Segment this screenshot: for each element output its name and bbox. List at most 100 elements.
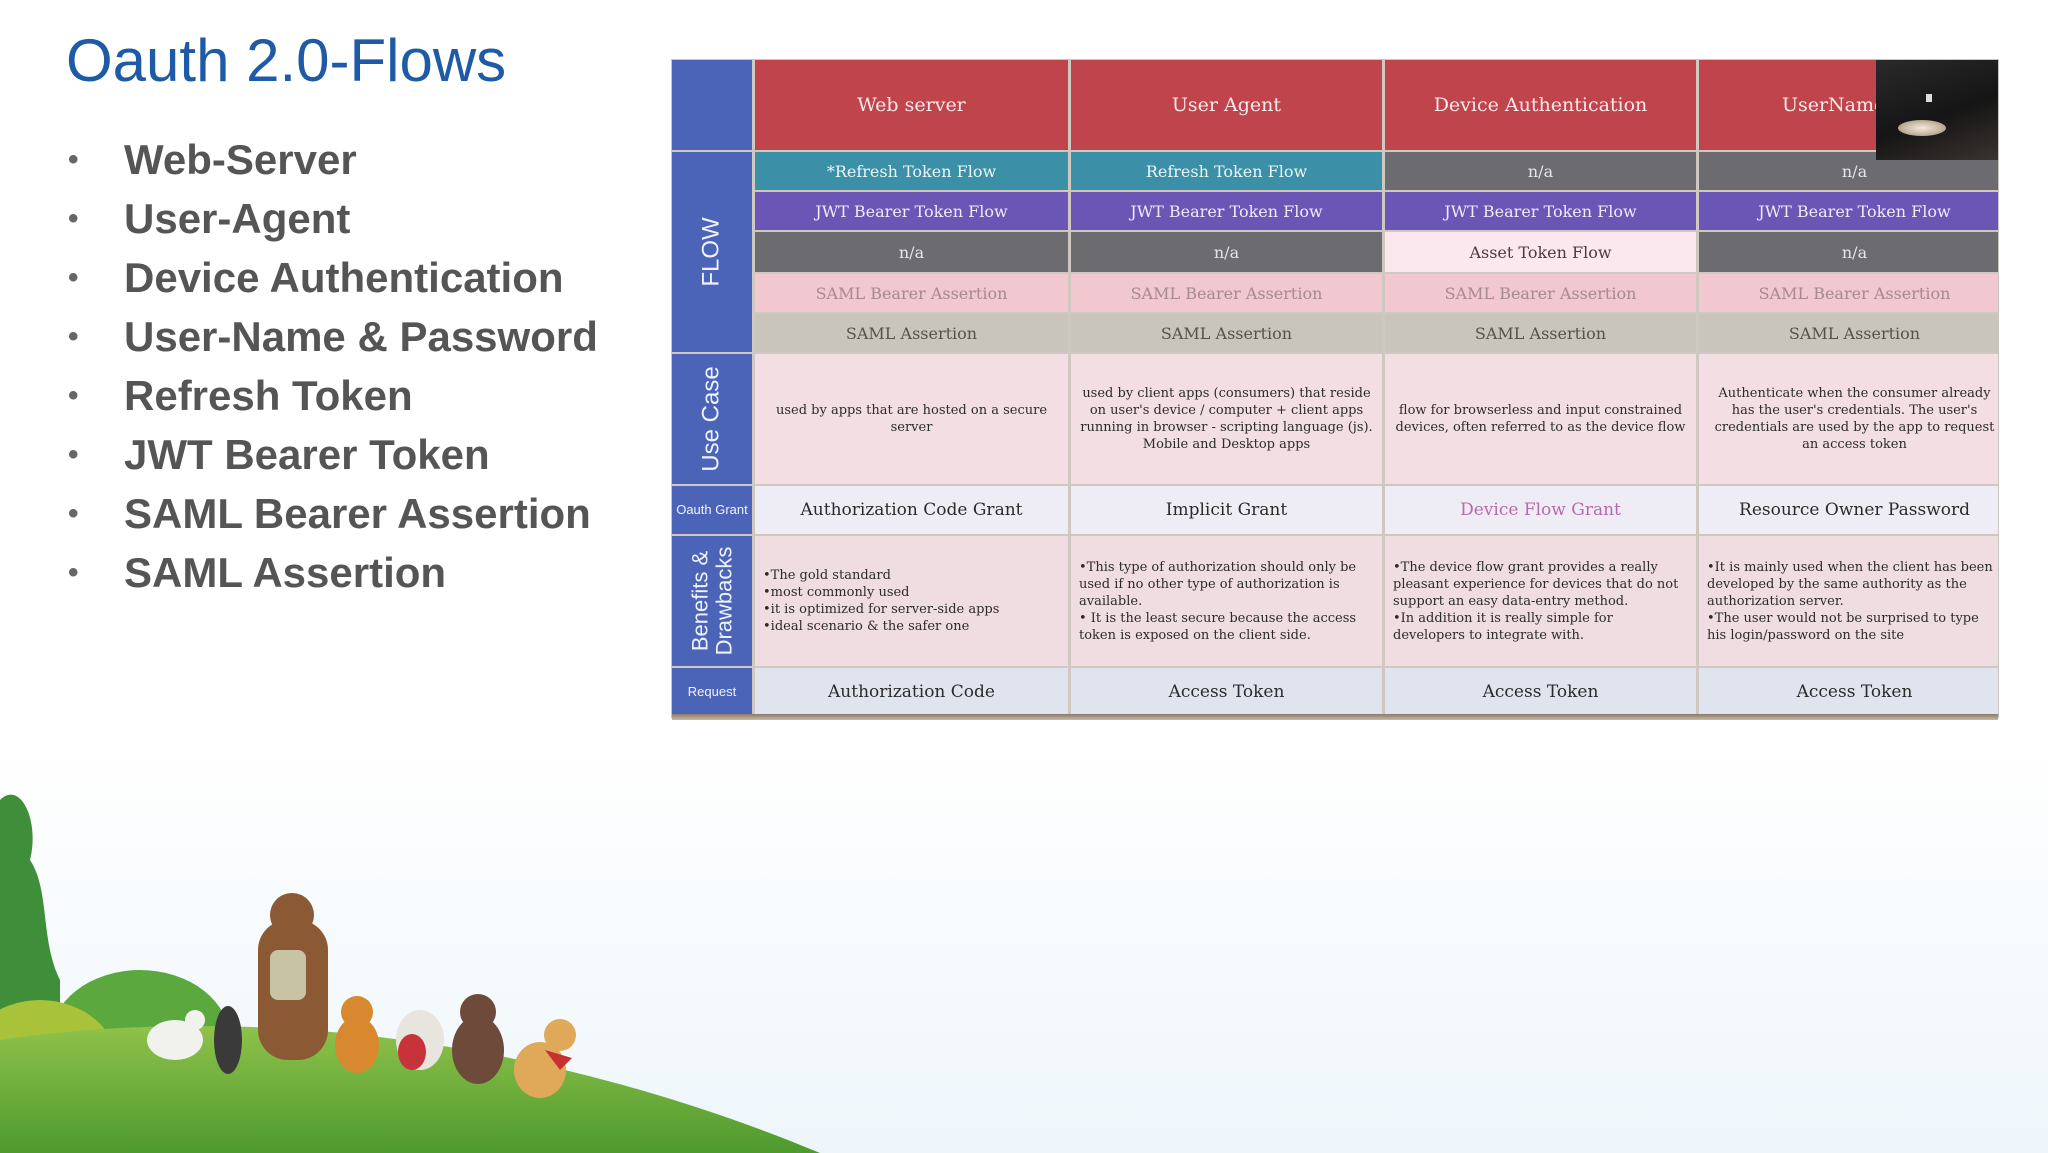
- table-cell: n/a: [1699, 232, 1998, 272]
- table-cell: used by client apps (consumers) that res…: [1071, 354, 1382, 484]
- bullet-dot-icon: •: [68, 497, 79, 530]
- table-cell: n/a: [1385, 152, 1696, 190]
- table-cell: Authenticate when the consumer already h…: [1699, 354, 1998, 484]
- table-cell: Access Token: [1385, 668, 1696, 715]
- table-cell: •The device flow grant provides a really…: [1385, 536, 1696, 666]
- benefit-line: • It is the least secure because the acc…: [1079, 610, 1357, 643]
- side-label-benefits: Benefits & Drawbacks: [672, 536, 752, 666]
- cat-mascot-icon: [335, 996, 379, 1073]
- table-cell: Implicit Grant: [1071, 486, 1382, 534]
- table-cell: SAML Bearer Assertion: [1699, 274, 1998, 312]
- table-cell: Authorization Code: [755, 668, 1068, 715]
- bullet-item: • User-Agent: [66, 189, 598, 248]
- dog-mascot-icon: [514, 1019, 576, 1098]
- table-cell: n/a: [755, 232, 1068, 272]
- bullet-item: • User-Name & Password: [66, 307, 598, 366]
- table-cell: Access Token: [1071, 668, 1382, 715]
- bullet-text: JWT Bearer Token: [124, 431, 490, 478]
- benefit-line: •The gold standard: [763, 568, 891, 583]
- bullet-dot-icon: •: [68, 143, 79, 176]
- table-cell: SAML Assertion: [1071, 314, 1382, 352]
- benefit-line: •It is mainly used when the client has b…: [1707, 559, 1993, 609]
- slide-title: Oauth 2.0-Flows: [66, 27, 507, 94]
- table-cell: JWT Bearer Token Flow: [1071, 192, 1382, 230]
- table-cell: SAML Assertion: [755, 314, 1068, 352]
- raccoon-mascot-icon: [214, 1006, 242, 1074]
- table-cell: Resource Owner Password: [1699, 486, 1998, 534]
- table-cell: SAML Bearer Assertion: [1071, 274, 1382, 312]
- benefit-line: •In addition it is really simple for dev…: [1393, 610, 1613, 643]
- owl-mascot-icon: [396, 1010, 444, 1070]
- column-header: Device Authentication: [1385, 60, 1696, 150]
- table-cell: SAML Assertion: [1385, 314, 1696, 352]
- side-label-text: Oauth Grant: [676, 502, 748, 517]
- bullet-text: Web-Server: [124, 136, 357, 183]
- table-cell: JWT Bearer Token Flow: [1385, 192, 1696, 230]
- oauth-flow-table: Web server User Agent Device Authenticat…: [672, 60, 1998, 717]
- bullet-item: • Refresh Token: [66, 366, 598, 425]
- table-cell: n/a: [1071, 232, 1382, 272]
- table-cell: SAML Bearer Assertion: [1385, 274, 1696, 312]
- bullet-dot-icon: •: [68, 438, 79, 471]
- bullet-item: • SAML Bearer Assertion: [66, 484, 598, 543]
- column-header: Web server: [755, 60, 1068, 150]
- bullet-text: SAML Bearer Assertion: [124, 490, 591, 537]
- bullet-dot-icon: •: [68, 556, 79, 589]
- webcam-overlay: [1876, 60, 1998, 160]
- table-corner: [672, 60, 752, 150]
- table-cell: flow for browserless and input constrain…: [1385, 354, 1696, 484]
- table-cell: Refresh Token Flow: [1071, 152, 1382, 190]
- flow-bullet-list: • Web-Server • User-Agent • Device Authenti…: [66, 130, 598, 602]
- side-label-use-case: Use Case: [672, 354, 752, 484]
- lamp-icon: [1898, 120, 1946, 136]
- table-cell: •It is mainly used when the client has b…: [1699, 536, 1998, 666]
- bullet-text: User-Agent: [124, 195, 351, 242]
- side-label-text: FLOW: [697, 217, 725, 287]
- bullet-text: Refresh Token: [124, 372, 413, 419]
- bullet-dot-icon: •: [68, 320, 79, 353]
- benefit-line: •ideal scenario & the safer one: [763, 619, 970, 634]
- oauth-flow-table-photo: Web server User Agent Device Authenticat…: [672, 60, 1998, 717]
- table-cell: Access Token: [1699, 668, 1998, 715]
- mascot-scenery: [0, 740, 2048, 1153]
- hill-icon: [0, 1026, 820, 1153]
- side-label-flow: FLOW: [672, 152, 752, 352]
- bullet-item: • Web-Server: [66, 130, 598, 189]
- table-cell: Device Flow Grant: [1385, 486, 1696, 534]
- bear-mascot-icon: [258, 893, 328, 1060]
- bullet-text: User-Name & Password: [124, 313, 598, 360]
- table-cell: Asset Token Flow: [1385, 232, 1696, 272]
- table-cell: JWT Bearer Token Flow: [755, 192, 1068, 230]
- benefit-line: •most commonly used: [763, 585, 910, 600]
- benefit-line: •it is optimized for server-side apps: [763, 602, 1000, 617]
- bullet-text: SAML Assertion: [124, 549, 447, 596]
- bullet-text: Device Authentication: [124, 254, 564, 301]
- table-cell: SAML Assertion: [1699, 314, 1998, 352]
- benefit-line: •The device flow grant provides a really…: [1393, 559, 1679, 609]
- table-cell: SAML Bearer Assertion: [755, 274, 1068, 312]
- table-cell: •This type of authorization should only …: [1071, 536, 1382, 666]
- table-cell: •The gold standard •most commonly used •…: [755, 536, 1068, 666]
- side-label-oauth-grant: Oauth Grant: [672, 486, 752, 534]
- photo-edge: [672, 714, 1998, 720]
- benefit-line: •The user would not be surprised to type…: [1707, 610, 1979, 643]
- table-cell: *Refresh Token Flow: [755, 152, 1068, 190]
- side-label-text: Request: [687, 683, 737, 699]
- goat-mascot-icon: [147, 1010, 205, 1060]
- bullet-dot-icon: •: [68, 202, 79, 235]
- table-cell: used by apps that are hosted on a secure…: [755, 354, 1068, 484]
- bullet-dot-icon: •: [68, 261, 79, 294]
- fox-mascot-icon: [452, 994, 504, 1084]
- side-label-text: Use Case: [698, 366, 725, 472]
- bullet-item: • Device Authentication: [66, 248, 598, 307]
- bullet-dot-icon: •: [68, 379, 79, 412]
- side-label-text: Benefits & Drawbacks: [687, 546, 736, 656]
- bullet-item: • JWT Bearer Token: [66, 425, 598, 484]
- bullet-item: • SAML Assertion: [66, 543, 598, 602]
- column-header: User Agent: [1071, 60, 1382, 150]
- webcam-light-icon: [1926, 94, 1932, 102]
- table-cell: JWT Bearer Token Flow: [1699, 192, 1998, 230]
- side-label-request: Request: [672, 668, 752, 715]
- table-cell: Authorization Code Grant: [755, 486, 1068, 534]
- benefit-line: •This type of authorization should only …: [1079, 559, 1357, 609]
